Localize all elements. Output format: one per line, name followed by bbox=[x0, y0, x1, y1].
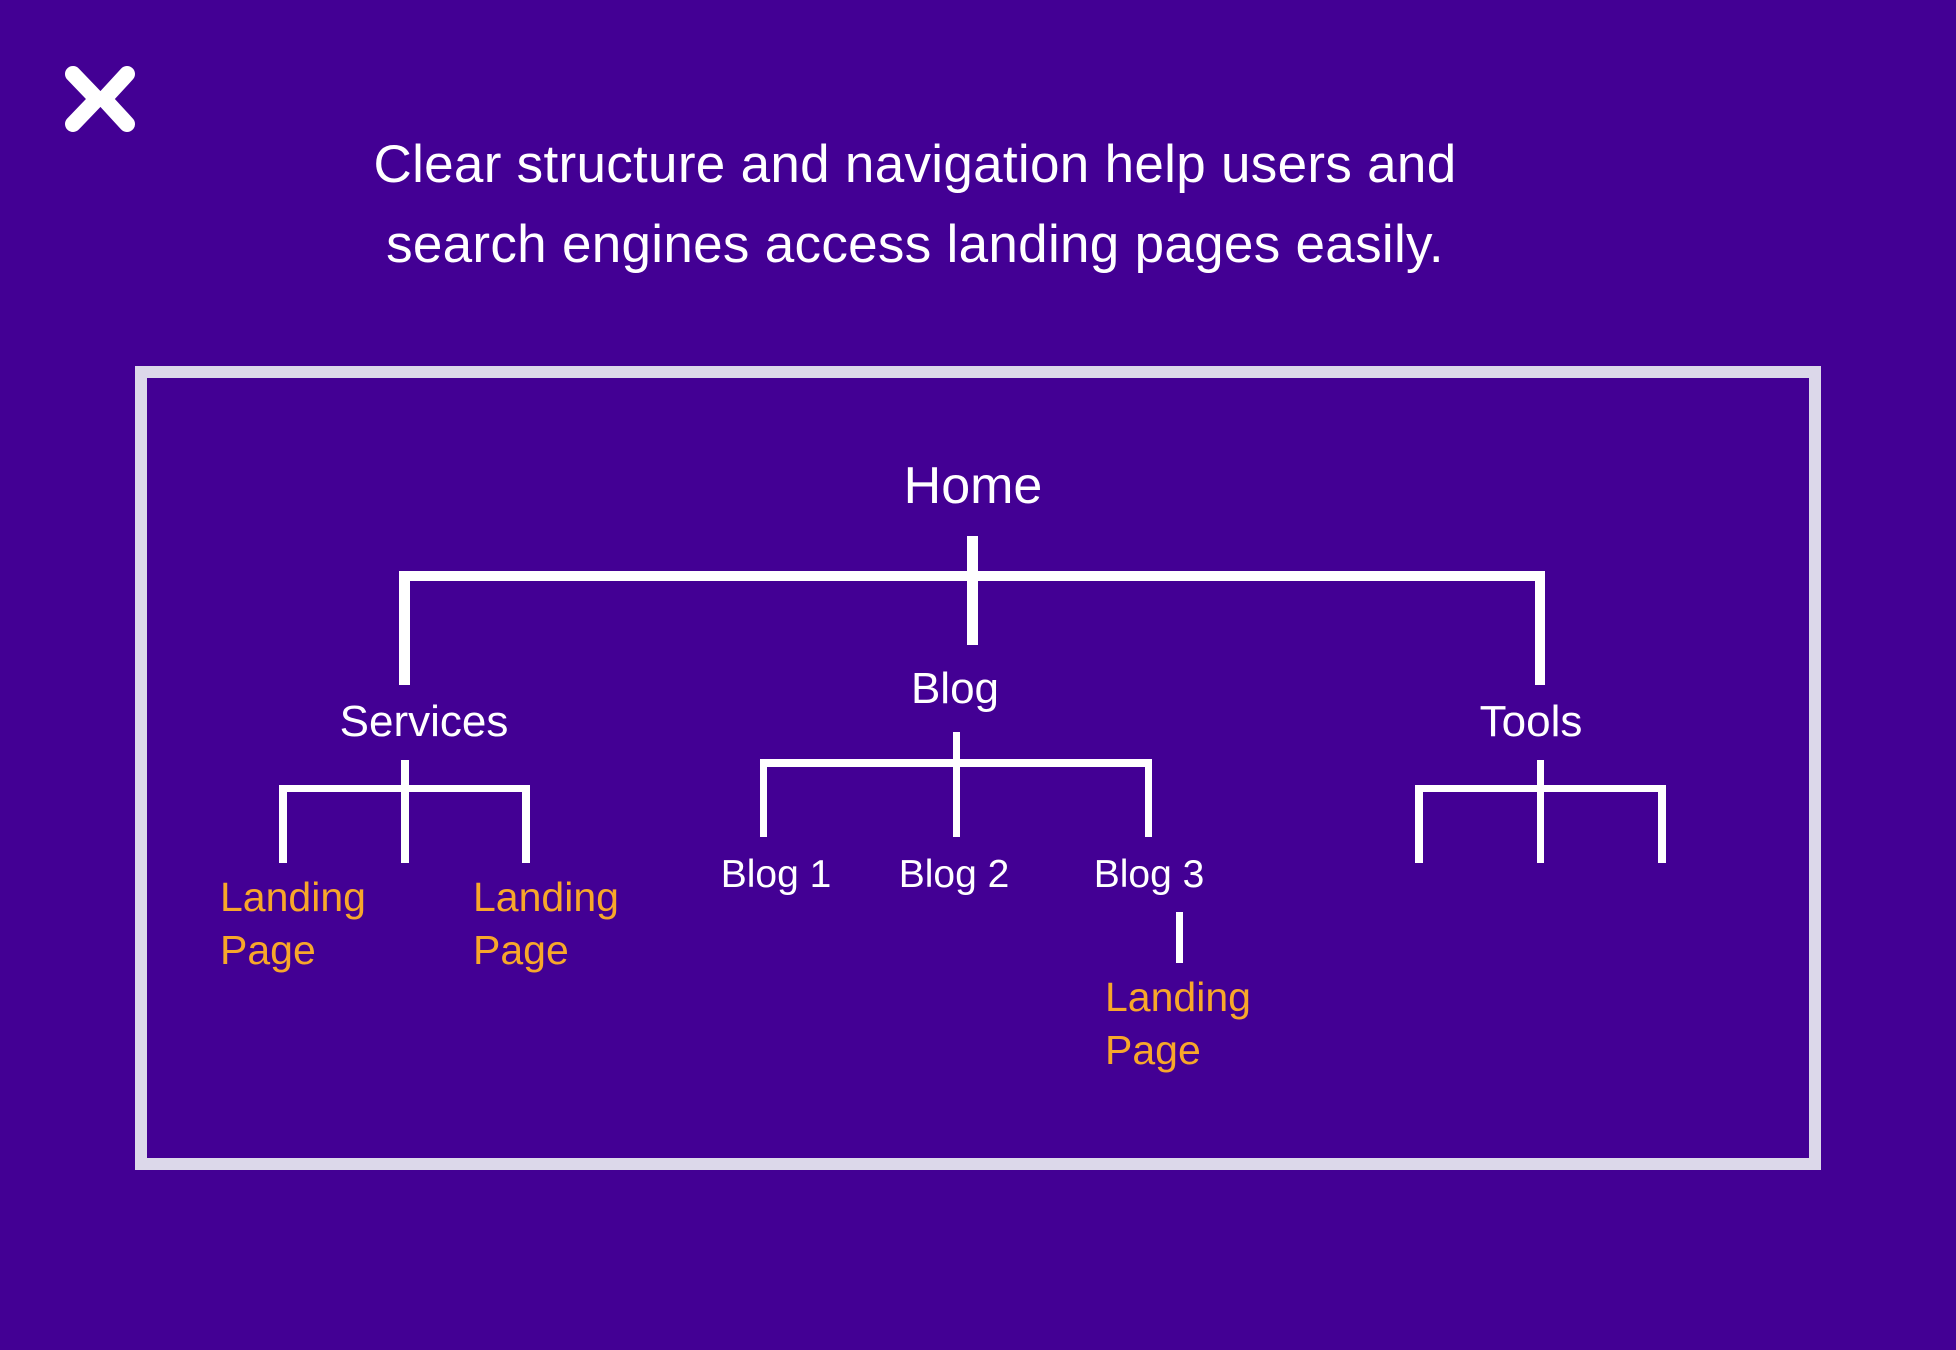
node-tools: Tools bbox=[1479, 697, 1583, 746]
node-blog-2: Blog 2 bbox=[898, 853, 1010, 896]
blog-stem-line bbox=[953, 732, 960, 837]
tools-drop-line bbox=[1535, 571, 1545, 685]
landing-page-label-line2: Page bbox=[473, 927, 569, 973]
blog3-landing-page: Landing Page bbox=[1105, 971, 1251, 1077]
blog3-landing-connector bbox=[1176, 912, 1183, 963]
services-stem-line bbox=[401, 760, 409, 863]
services-landing-page-right: Landing Page bbox=[473, 871, 619, 977]
tools-branch-bar bbox=[1415, 785, 1666, 792]
blog-branch-bar bbox=[760, 759, 1152, 767]
landing-page-label-line1: Landing bbox=[220, 874, 366, 920]
blog-left-leg bbox=[760, 759, 767, 837]
services-left-leg bbox=[279, 785, 287, 863]
node-blog-1: Blog 1 bbox=[720, 853, 832, 896]
services-right-leg bbox=[522, 785, 530, 863]
services-branch-bar bbox=[279, 785, 530, 792]
tools-stem-line bbox=[1537, 760, 1544, 863]
logo-right-chevron bbox=[96, 66, 135, 132]
services-landing-page-left: Landing Page bbox=[220, 871, 366, 977]
home-branch-bar bbox=[399, 571, 1545, 581]
blog-right-leg bbox=[1145, 759, 1152, 837]
diagram-frame bbox=[135, 366, 1821, 1170]
node-blog-3: Blog 3 bbox=[1093, 853, 1205, 896]
node-blog: Blog bbox=[910, 664, 1000, 713]
home-stem-line bbox=[967, 536, 978, 645]
landing-page-label-line1: Landing bbox=[1105, 974, 1251, 1020]
brand-logo-icon bbox=[65, 66, 135, 132]
landing-page-label-line1: Landing bbox=[473, 874, 619, 920]
headline-line-2: search engines access landing pages easi… bbox=[386, 215, 1444, 274]
node-home: Home bbox=[903, 457, 1043, 515]
headline: Clear structure and navigation help user… bbox=[215, 125, 1615, 285]
landing-page-label-line2: Page bbox=[220, 927, 316, 973]
node-services: Services bbox=[339, 697, 509, 746]
tools-right-leg bbox=[1658, 785, 1666, 863]
services-drop-line bbox=[399, 571, 410, 685]
headline-line-1: Clear structure and navigation help user… bbox=[373, 135, 1457, 194]
landing-page-label-line2: Page bbox=[1105, 1027, 1201, 1073]
tools-left-leg bbox=[1415, 785, 1423, 863]
